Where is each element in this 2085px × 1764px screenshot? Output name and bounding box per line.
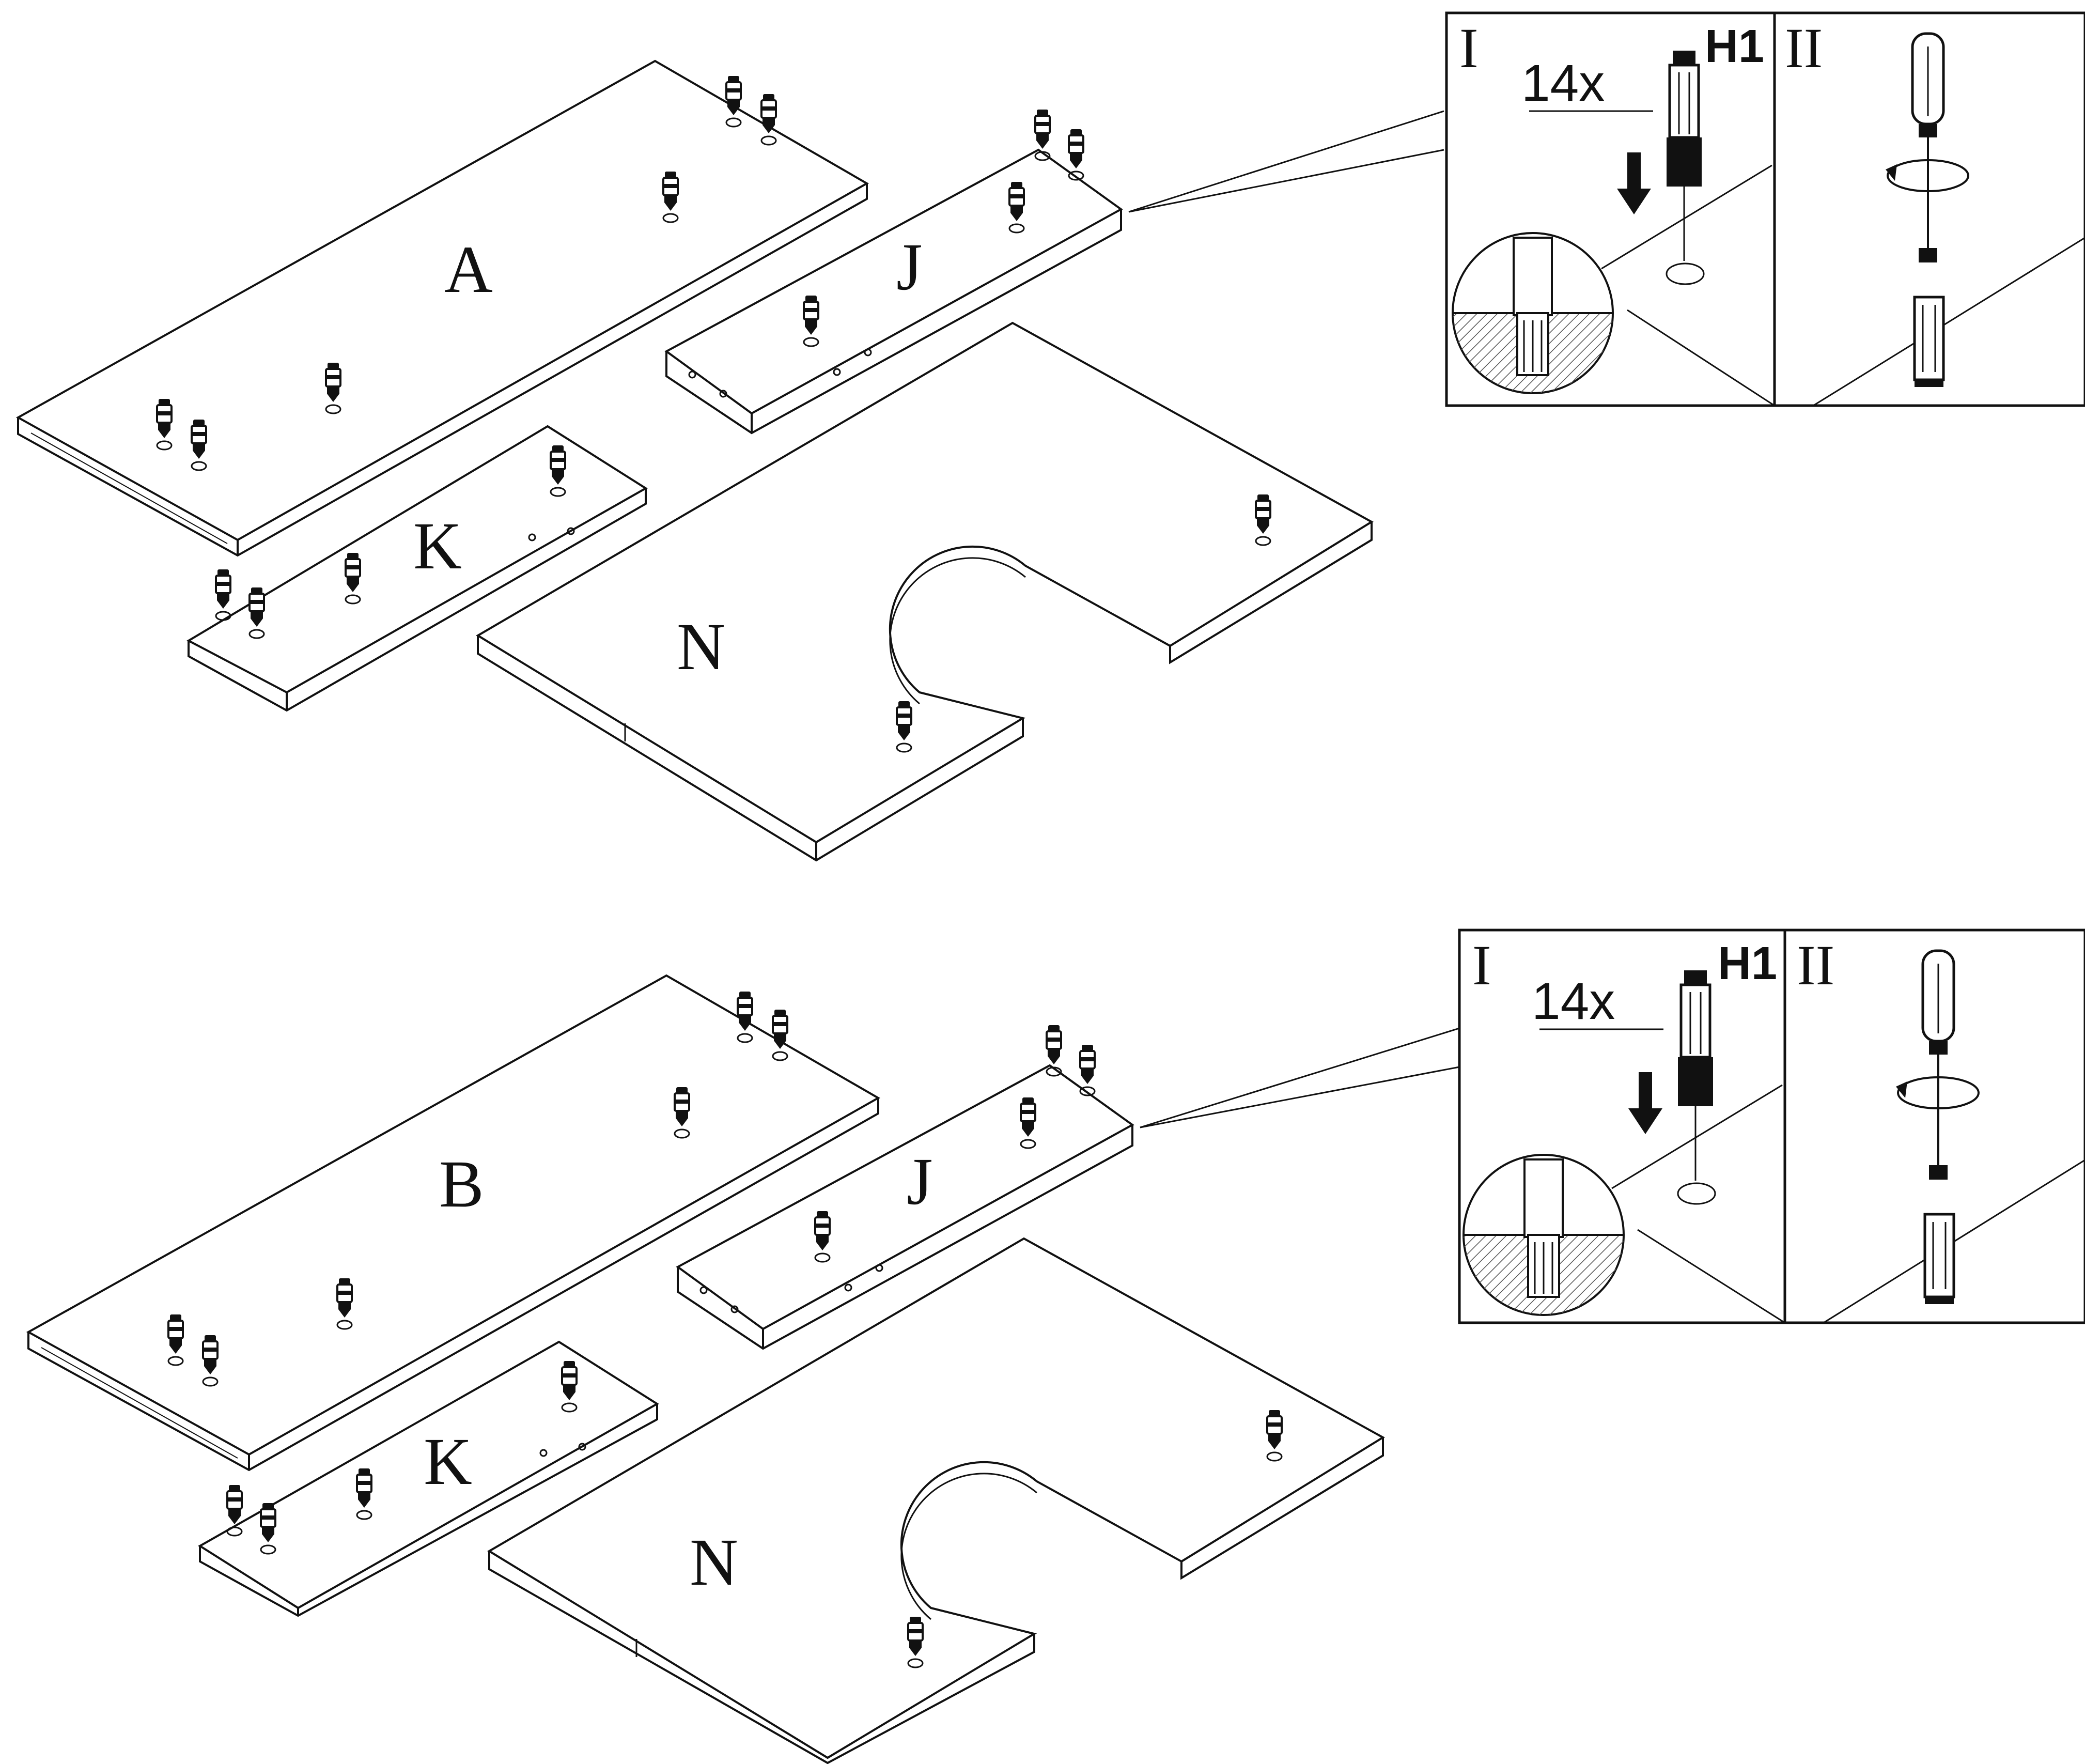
panel-label-a: A — [444, 233, 493, 307]
detail-roman-2: II — [1785, 17, 1823, 80]
callout-lines-2 — [1140, 1027, 1460, 1128]
screwdriver-icon-2 — [1921, 949, 1955, 1165]
detail-quantity: 14x — [1521, 54, 1605, 112]
detail-box-2: I II 14x H1 — [1458, 929, 2085, 1324]
panel-label-n-2: N — [690, 1525, 738, 1600]
detail-part-code: H1 — [1705, 21, 1764, 72]
callout-lines — [1128, 110, 1444, 213]
panel-b — [26, 974, 881, 1472]
detail-quantity-2: 14x — [1532, 972, 1615, 1030]
cam-dowel-icon-2 — [1677, 970, 1716, 1205]
step-2: B J K N I II 14x H1 — [26, 929, 2085, 1764]
panel-label-b: B — [439, 1147, 484, 1221]
step-1: A J K N I II 14x H1 — [15, 11, 2085, 862]
panel-j-2 — [676, 1064, 1134, 1350]
detail-roman-2-2: II — [1797, 934, 1834, 997]
cam-dowel-icon — [1666, 51, 1705, 285]
panel-label-j-2: J — [907, 1144, 933, 1219]
cam-dowel-lower-icon — [1913, 248, 1945, 387]
detail-roman-1-2: I — [1472, 934, 1491, 997]
panel-k — [186, 425, 648, 712]
screwdriver-icon — [1911, 32, 1945, 248]
panel-j — [664, 148, 1123, 435]
insert-arrow-icon — [1617, 152, 1651, 214]
panel-label-j: J — [896, 230, 923, 304]
detail-part-code-2: H1 — [1718, 938, 1777, 989]
panel-n — [476, 321, 1374, 862]
rotate-arrow-icon-2 — [1896, 1076, 1980, 1109]
detail-roman-1: I — [1459, 17, 1479, 80]
panel-label-n: N — [677, 610, 725, 684]
insert-arrow-icon-2 — [1628, 1072, 1662, 1134]
panel-label-k: K — [413, 509, 462, 583]
panel-k-2 — [198, 1340, 659, 1617]
panel-label-k-2: K — [424, 1425, 472, 1499]
panel-n-2 — [487, 1237, 1385, 1764]
cam-dowel-lower-icon-2 — [1923, 1165, 1955, 1304]
panel-a — [15, 59, 869, 557]
detail-box: I II 14x H1 — [1445, 11, 2085, 407]
rotate-arrow-icon — [1886, 159, 1969, 192]
